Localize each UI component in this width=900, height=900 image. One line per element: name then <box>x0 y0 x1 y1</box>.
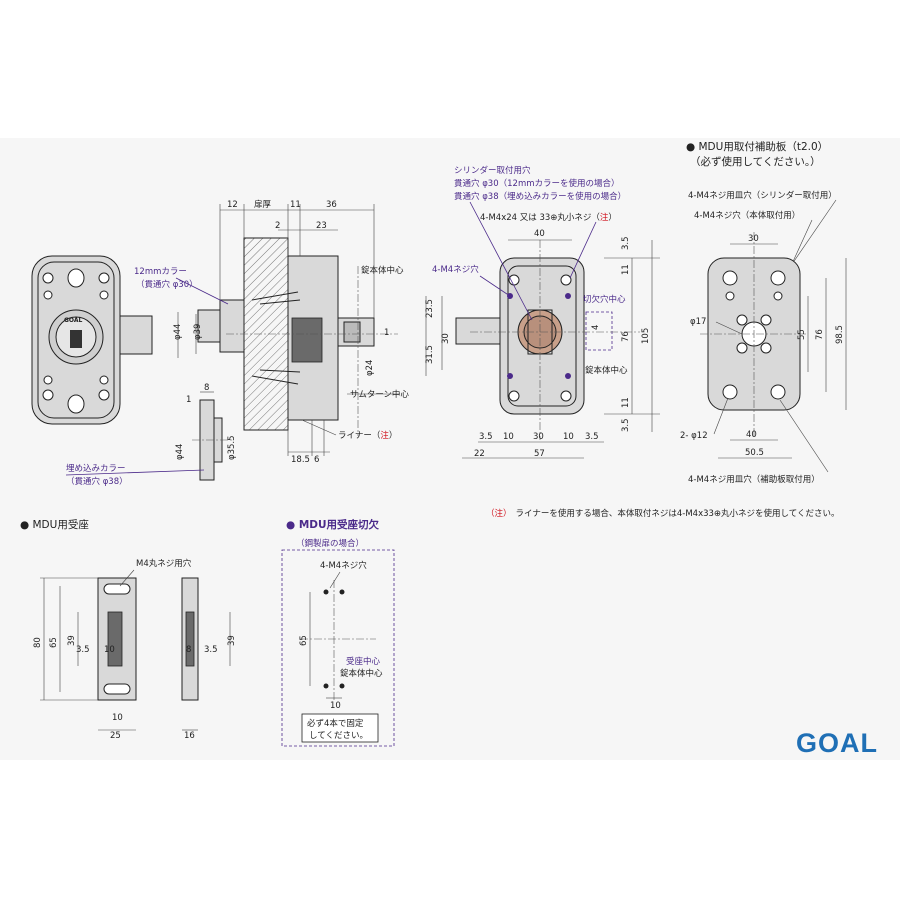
strike-side-dim-39: 39 <box>227 635 237 646</box>
cylinder-brand-mark: GOAL <box>64 317 83 324</box>
cylinder-hole-30-label: 貫通穴 φ30（12mmカラーを使用の場合） <box>454 178 620 189</box>
dim-collar-phi35-5: φ35.5 <box>227 435 237 460</box>
dim-r-4: 4 <box>591 325 601 330</box>
plate-dim-98-5: 98.5 <box>835 325 845 344</box>
thumbturn-center-label: サムターン中心 <box>350 389 409 400</box>
plate-dim-76: 76 <box>815 329 825 340</box>
dim-r-11b: 11 <box>621 397 631 408</box>
brand-logo: GOAL <box>796 728 878 758</box>
strike-plate-view: ● MDU用受座 80 65 39 3.5 10 10 25 8 3.5 39 … <box>20 518 237 741</box>
dim-b-10b: 10 <box>563 432 574 442</box>
plate-dim-30: 30 <box>748 234 759 244</box>
plate-countersink-cyl-label: 4-M4ネジ用皿穴（シリンダー取付用） <box>688 190 837 201</box>
strike-dim-65: 65 <box>49 637 59 648</box>
cutout-lock-center-label: 錠本体中心 <box>340 668 383 679</box>
lock-body-center-label: 錠本体中心 <box>585 365 628 376</box>
dim-collar-1: 1 <box>186 395 191 405</box>
cylinder-hole-38-label: 貫通穴 φ38（埋め込みカラーを使用の場合） <box>454 191 626 202</box>
dim-2: 2 <box>275 221 280 231</box>
dim-collar-phi44: φ44 <box>175 444 185 460</box>
strike-dim-80: 80 <box>33 637 43 648</box>
dim-b-10a: 10 <box>503 432 514 442</box>
dim-r-105: 105 <box>641 328 651 344</box>
fix-note-line1: 必ず4本で固定 <box>307 718 364 729</box>
dim-l-30: 30 <box>441 333 451 344</box>
strike-side-dim-3-5: 3.5 <box>204 645 218 655</box>
dim-door-thickness: 扉厚 <box>254 199 272 210</box>
plate-note: （必ず使用してください。） <box>690 155 821 168</box>
mounting-plate-view: ● MDU用取付補助板（t2.0） （必ず使用してください。） 4-M4ネジ用皿… <box>680 140 847 485</box>
collar-hole-label: （貫通穴 φ30） <box>136 279 198 290</box>
dim-r-76: 76 <box>621 331 631 342</box>
strike-side-dim-8: 8 <box>186 645 191 655</box>
strike-dim-3-5: 3.5 <box>76 645 90 655</box>
dim-b-22: 22 <box>474 449 485 459</box>
strike-dim-10a: 10 <box>104 645 115 655</box>
dim-top-40: 40 <box>534 229 545 239</box>
dim-36: 36 <box>326 200 337 210</box>
plate-title: ● MDU用取付補助板（t2.0） <box>686 140 828 153</box>
cutout-dim-65: 65 <box>299 635 309 646</box>
strike-title: ● MDU用受座 <box>20 518 89 531</box>
cutout-dim-10: 10 <box>330 701 341 711</box>
dim-collar-8: 8 <box>204 383 209 393</box>
side-section-view: 12 扉厚 11 36 2 23 12mmカラー （貫通穴 φ30） 錠本体中心… <box>134 199 409 465</box>
fix-note-line2: してください。 <box>309 731 368 741</box>
dim-18-5: 18.5 <box>291 455 310 465</box>
dim-23: 23 <box>316 221 327 231</box>
cutout-center-label: 切欠穴中心 <box>583 294 626 305</box>
plate-countersink-plate-label: 4-M4ネジ用皿穴（補助板取付用） <box>688 474 820 485</box>
cutout-m4-label: 4-M4ネジ穴 <box>320 560 367 571</box>
lock-front-view: シリンダー取付用穴 貫通穴 φ30（12mmカラーを使用の場合） 貫通穴 φ38… <box>425 165 660 459</box>
liner-label: ライナー（注） <box>338 430 397 441</box>
dim-11: 11 <box>290 200 301 210</box>
dim-l-23-5: 23.5 <box>425 299 435 318</box>
dim-r-3-5a: 3.5 <box>621 236 631 250</box>
strike-dim-10b: 10 <box>112 713 123 723</box>
strike-dim-25: 25 <box>110 731 121 741</box>
dim-b-3-5b: 3.5 <box>585 432 599 442</box>
plate-dim-40: 40 <box>746 430 757 440</box>
cylinder-hole-label: シリンダー取付用穴 <box>454 165 531 176</box>
strike-side-dim-16: 16 <box>184 731 195 741</box>
plate-dim-55: 55 <box>797 329 807 340</box>
cutout-subtitle: （鋼製扉の場合） <box>296 538 364 549</box>
dim-r-11a: 11 <box>621 264 631 275</box>
recessed-collar-hole-label: （貫通穴 φ38） <box>66 476 128 487</box>
collar-label: 12mmカラー <box>134 267 187 277</box>
dim-b-30: 30 <box>533 432 544 442</box>
dim-12: 12 <box>227 200 238 210</box>
cutout-title: ● MDU用受座切欠 <box>286 518 380 531</box>
liner-note: （注）ライナーを使用する場合、本体取付ネジは4-M4x33⊕丸小ネジを使用してく… <box>486 508 840 519</box>
lock-center-label: 錠本体中心 <box>361 265 404 276</box>
strike-screw-label: M4丸ネジ用穴 <box>136 558 192 569</box>
body-screw-label: 4-M4x24 又は 33⊕丸小ネジ（注） <box>480 212 617 223</box>
strike-dim-39: 39 <box>67 635 77 646</box>
plate-dim-50-5: 50.5 <box>745 448 764 458</box>
m4-hole-label: 4-M4ネジ穴 <box>432 264 479 275</box>
recessed-collar-view: 8 1 φ44 φ35.5 埋め込みカラー （貫通穴 φ38） <box>65 383 237 487</box>
dim-1: 1 <box>384 328 389 338</box>
dim-b-3-5a: 3.5 <box>479 432 493 442</box>
dim-phi24: φ24 <box>365 360 375 376</box>
plate-dim-phi17: φ17 <box>690 317 706 327</box>
drawing-sheet <box>0 138 900 760</box>
cylinder-front-view: GOAL <box>31 255 153 425</box>
dim-r-3-5b: 3.5 <box>621 418 631 432</box>
strike-center-label: 受座中心 <box>346 656 381 667</box>
plate-dim-2-phi12: 2- φ12 <box>680 431 708 441</box>
plate-m4-hole-label: 4-M4ネジ穴（本体取付用） <box>694 210 800 221</box>
strike-cutout-view: ● MDU用受座切欠 （鋼製扉の場合） 4-M4ネジ穴 65 10 受座中心 錠… <box>281 518 395 747</box>
dim-l-31-5: 31.5 <box>425 345 435 364</box>
dim-6: 6 <box>314 455 319 465</box>
dim-phi39: φ39 <box>193 324 203 340</box>
dim-b-57: 57 <box>534 449 545 459</box>
recessed-collar-label: 埋め込みカラー <box>66 463 126 474</box>
